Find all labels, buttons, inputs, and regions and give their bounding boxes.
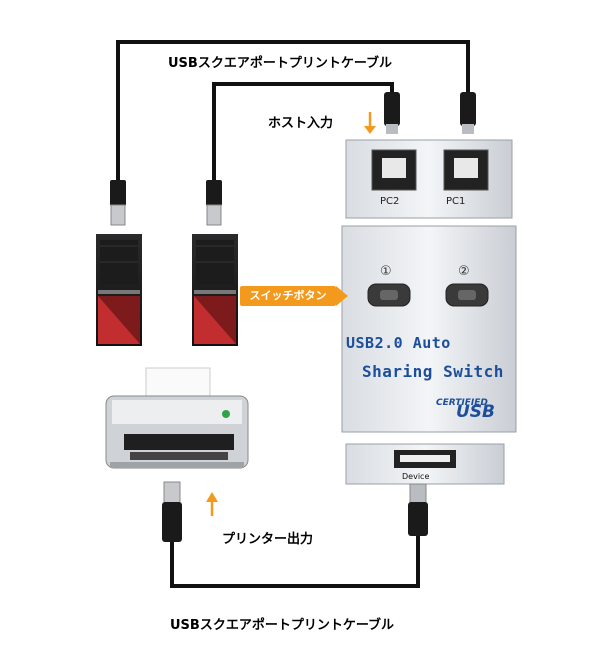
printer [105, 367, 249, 469]
pc-tower-left [96, 234, 142, 346]
device-port-label: Device [402, 472, 430, 481]
switch-title-line2: Sharing Switch [362, 362, 504, 381]
cable-label-bottom: USBスクエアポートプリントケーブル [170, 618, 395, 633]
pc-tower-right [192, 234, 238, 346]
switch-button-label: スイッチボタン [240, 286, 348, 306]
printer-output-arrow [206, 492, 218, 516]
host-input-label: ホスト入力 [268, 116, 334, 131]
usb-a-plug-device [408, 483, 428, 536]
switch-title-line1: USB2.0 Auto [346, 334, 451, 352]
button-number-2: ② [458, 264, 470, 279]
host-input-arrow [364, 112, 376, 134]
switch-port-box-top [345, 139, 513, 219]
cable-label-top: USBスクエアポートプリントケーブル [168, 56, 393, 71]
cable-top-outer [116, 40, 470, 190]
cable-bottom [170, 520, 420, 588]
usb-logo: USB [456, 402, 496, 422]
usb-b-plug-pc2 [384, 92, 400, 134]
printer-output-label: プリンター出力 [222, 532, 314, 547]
port-label-pc2: PC2 [380, 196, 400, 207]
usb-a-plug-right [206, 180, 222, 226]
button-number-1: ① [380, 264, 392, 279]
cable-top-inner [212, 82, 394, 190]
usb-a-plug-left [110, 180, 126, 226]
switch-body [341, 225, 517, 433]
port-label-pc1: PC1 [446, 196, 466, 207]
usb-certified-text: CERTIFIED [436, 398, 488, 408]
usb-b-plug-printer [162, 481, 182, 542]
usb-b-plug-pc1 [460, 92, 476, 134]
switch-device-port-box [345, 443, 505, 485]
